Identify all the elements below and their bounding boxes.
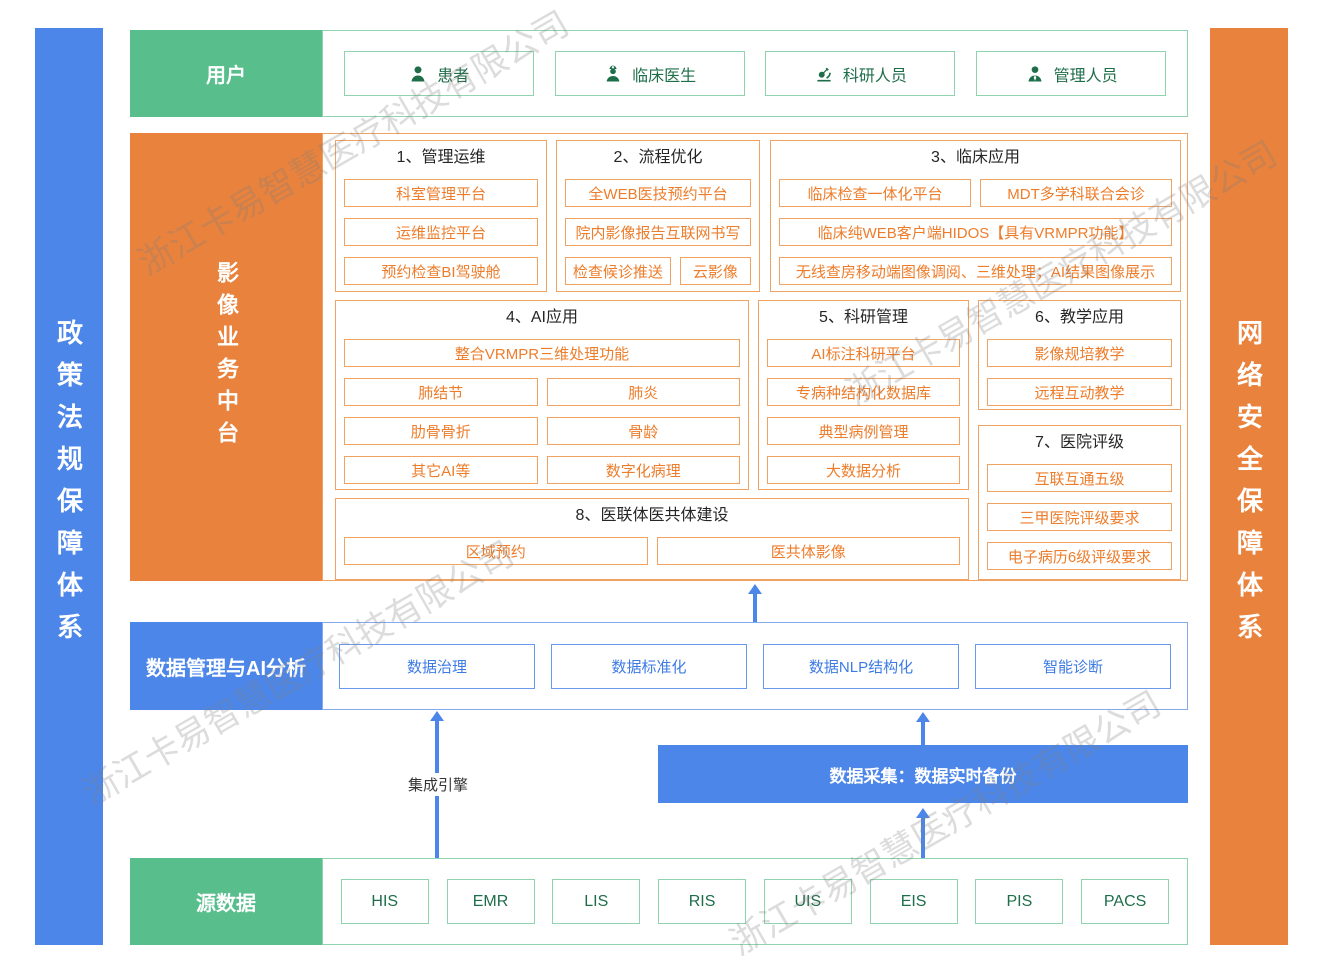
module-box: 检查候诊推送 [565,257,671,285]
intelligent-diagnosis-box: 智能诊断 [975,643,1171,689]
module-row: 检查候诊推送 云影像 [565,257,751,285]
group-title: 1、管理运维 [396,149,486,166]
group-process-optimization: 2、流程优化 全WEB医技预约平台 院内影像报告互联网书写 检查候诊推送 云影像 [556,140,760,292]
user-box-manager: 管理人员 [976,51,1167,96]
module-row: 临床检查一体化平台 MDT多学科联合会诊 [779,179,1172,207]
user-box-patient: 患者 [343,51,534,96]
user-box-label: 临床医生 [632,67,697,85]
module-box: 全WEB医技预约平台 [565,179,751,207]
user-box-researcher: 科研人员 [765,51,956,96]
source-data-band-content: HIS EMR LIS RIS UIS EIS PIS PACS [322,858,1188,945]
group-title: 2、流程优化 [613,149,703,166]
group-title: 4、AI应用 [505,309,579,326]
module-box: 三甲医院评级要求 [987,503,1172,531]
module-box: 其它AI等 [344,456,538,484]
group-title: 8、医联体医共体建设 [575,507,729,524]
module-box: 运维监控平台 [344,218,538,246]
module-box: 典型病例管理 [767,417,960,445]
data-mgmt-band-content: 数据治理 数据标准化 数据NLP结构化 智能诊断 [322,622,1188,710]
manager-icon [1028,65,1042,81]
policy-regulation-label: 政策法规保障体系 [53,318,84,655]
group-ai-application: 4、AI应用 整合VRMPR三维处理功能 肺结节 肺炎 肋骨骨折 骨龄 其它AI… [335,300,749,490]
source-box-emr: EMR [446,879,535,924]
module-row: 其它AI等 数字化病理 [344,456,740,484]
source-box-uis: UIS [763,879,852,924]
imaging-platform-band: 影像业务中台 1、管理运维 科室管理平台 运维监控平台 预约检查BI驾驶舱 2、… [130,133,1188,581]
group-medical-alliance: 8、医联体医共体建设 区域预约 医共体影像 [335,498,969,580]
group-title: 3、临床应用 [931,149,1020,166]
source-box-eis: EIS [869,879,958,924]
group-title: 5、科研管理 [819,309,908,326]
source-data-band-label: 源数据 [130,858,322,945]
group-clinical-application: 3、临床应用 临床检查一体化平台 MDT多学科联合会诊 临床纯WEB客户端HID… [770,140,1181,292]
user-box-clinician: 临床医生 [554,51,745,96]
user-box-label: 管理人员 [1053,67,1118,85]
data-standardization-box: 数据标准化 [551,643,747,689]
imaging-platform-content: 1、管理运维 科室管理平台 运维监控平台 预约检查BI驾驶舱 2、流程优化 全W… [322,133,1188,581]
module-box: 预约检查BI驾驶舱 [344,257,538,285]
arrow-up-source-to-collection [916,808,930,858]
source-data-band: 源数据 HIS EMR LIS RIS UIS EIS PIS PACS [130,858,1188,945]
module-box: 数字化病理 [546,456,740,484]
module-box: 肺炎 [546,378,740,406]
module-box: 院内影像报告互联网书写 [565,218,751,246]
group-research-management: 5、科研管理 AI标注科研平台 专病种结构化数据库 典型病例管理 大数据分析 [758,300,969,490]
source-box-pis: PIS [975,879,1064,924]
module-box: 骨龄 [546,417,740,445]
module-row: 肺结节 肺炎 [344,378,740,406]
policy-regulation-bar: 政策法规保障体系 [35,28,103,945]
module-box: 影像规培教学 [987,339,1172,367]
group-title: 7、医院评级 [1035,434,1124,451]
integration-engine-label: 集成引擎 [404,773,473,796]
group-management-ops: 1、管理运维 科室管理平台 运维监控平台 预约检查BI驾驶舱 [335,140,547,292]
users-band: 用户 患者 临床医生 科研人员 管理人员 [130,30,1188,117]
module-box: 云影像 [679,257,751,285]
module-box: 专病种结构化数据库 [767,378,960,406]
data-nlp-box: 数据NLP结构化 [763,643,959,689]
module-box: 医共体影像 [656,537,960,565]
module-box: 互联互通五级 [987,464,1172,492]
user-box-label: 患者 [437,67,470,85]
module-box: 无线查房移动端图像调阅、三维处理；AI结果图像展示 [779,257,1172,285]
users-band-label: 用户 [130,30,322,117]
module-box: 远程互动教学 [987,378,1172,406]
module-box: AI标注科研平台 [767,339,960,367]
users-band-content: 患者 临床医生 科研人员 管理人员 [322,30,1188,117]
doctor-icon [606,65,620,81]
module-row: 肋骨骨折 骨龄 [344,417,740,445]
module-box: 区域预约 [344,537,648,565]
module-box: 临床纯WEB客户端HIDOS【具有VRMPR功能】 [779,218,1172,246]
network-security-bar: 网络安全保障体系 [1210,28,1288,945]
module-box: 整合VRMPR三维处理功能 [344,339,740,367]
data-mgmt-band: 数据管理与AI分析 数据治理 数据标准化 数据NLP结构化 智能诊断 [130,622,1188,710]
source-box-ris: RIS [658,879,747,924]
module-box: 电子病历6级评级要求 [987,542,1172,570]
arrow-up-datamgmt-to-imaging [748,584,762,622]
network-security-label: 网络安全保障体系 [1233,318,1264,655]
module-box: 肺结节 [344,378,538,406]
module-box: 临床检查一体化平台 [779,179,971,207]
group-hospital-rating: 7、医院评级 互联互通五级 三甲医院评级要求 电子病历6级评级要求 [978,425,1181,580]
module-box: 大数据分析 [767,456,960,484]
arrow-up-collection-to-datamgmt [916,712,930,745]
module-box: MDT多学科联合会诊 [980,179,1172,207]
data-mgmt-band-label: 数据管理与AI分析 [130,622,322,710]
data-governance-box: 数据治理 [339,643,535,689]
group-title: 6、教学应用 [1035,309,1124,326]
researcher-icon [817,65,831,81]
user-box-label: 科研人员 [842,67,907,85]
imaging-platform-label-block: 影像业务中台 [130,133,322,581]
module-box: 科室管理平台 [344,179,538,207]
source-box-pacs: PACS [1081,879,1170,924]
patient-icon [411,65,425,81]
data-collection-bar: 数据采集：数据实时备份 [658,745,1188,803]
module-row: 区域预约 医共体影像 [344,537,960,565]
source-box-lis: LIS [552,879,641,924]
imaging-platform-label: 影像业务中台 [214,261,239,453]
group-teaching-application: 6、教学应用 影像规培教学 远程互动教学 [978,300,1181,410]
source-box-his: HIS [340,879,429,924]
module-box: 肋骨骨折 [344,417,538,445]
